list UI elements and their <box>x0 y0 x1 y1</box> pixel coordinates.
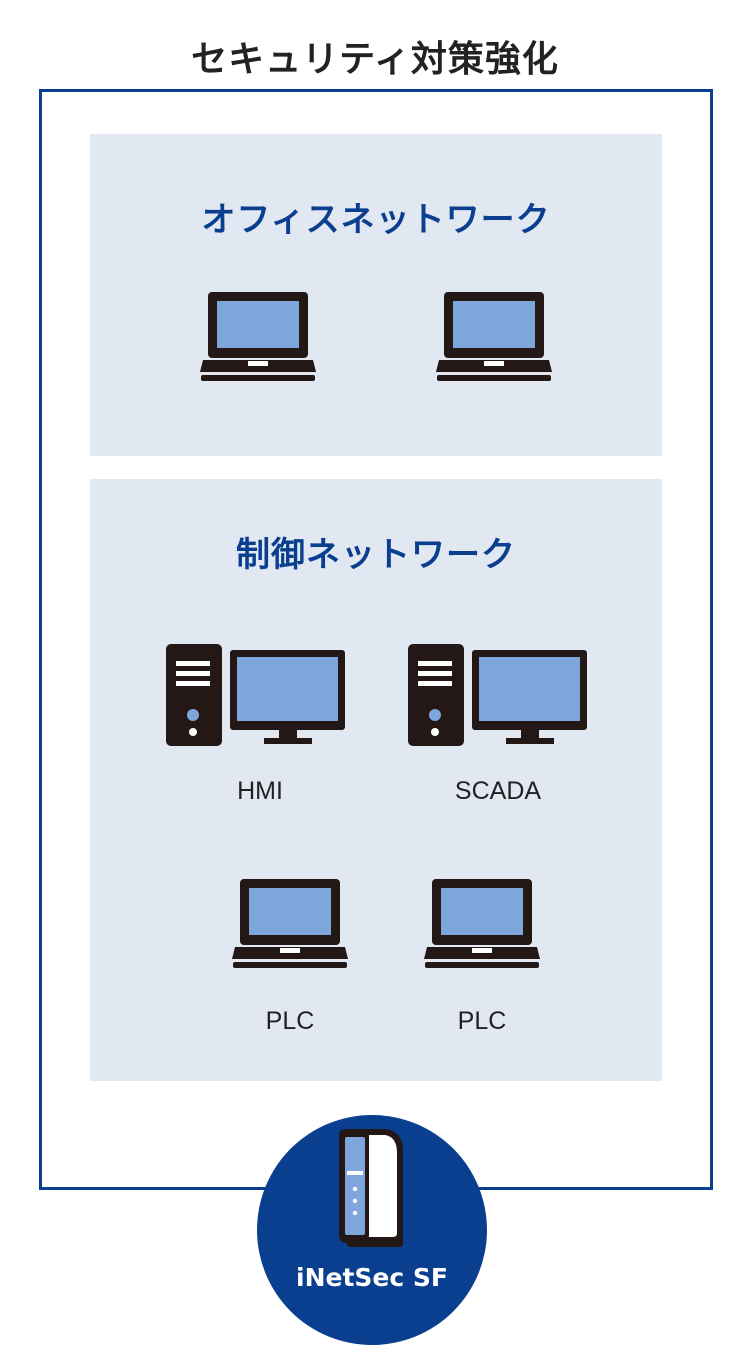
device-label-hmi: HMI <box>237 777 283 805</box>
control-network-panel: 制御ネットワーク HMI SCADA PLC PLC <box>90 479 662 1081</box>
laptop-icon <box>232 879 348 971</box>
control-network-title: 制御ネットワーク <box>236 535 516 575</box>
desktop-pc-icon <box>408 644 588 746</box>
office-network-panel: オフィスネットワーク <box>90 134 662 456</box>
inetsec-sf-badge: iNetSec SF <box>257 1115 487 1345</box>
device-label-scada: SCADA <box>454 777 542 805</box>
office-network-title: オフィスネットワーク <box>201 200 551 240</box>
laptop-icon <box>424 879 540 971</box>
product-name: iNetSec SF <box>296 1263 448 1292</box>
device-label-plc: PLC <box>457 1007 507 1035</box>
laptop-icon <box>200 292 316 384</box>
desktop-pc-icon <box>166 644 346 746</box>
network-appliance-icon <box>339 1129 403 1247</box>
device-label-plc: PLC <box>265 1007 315 1035</box>
page-title: セキュリティ対策強化 <box>191 39 559 80</box>
laptop-icon <box>436 292 552 384</box>
